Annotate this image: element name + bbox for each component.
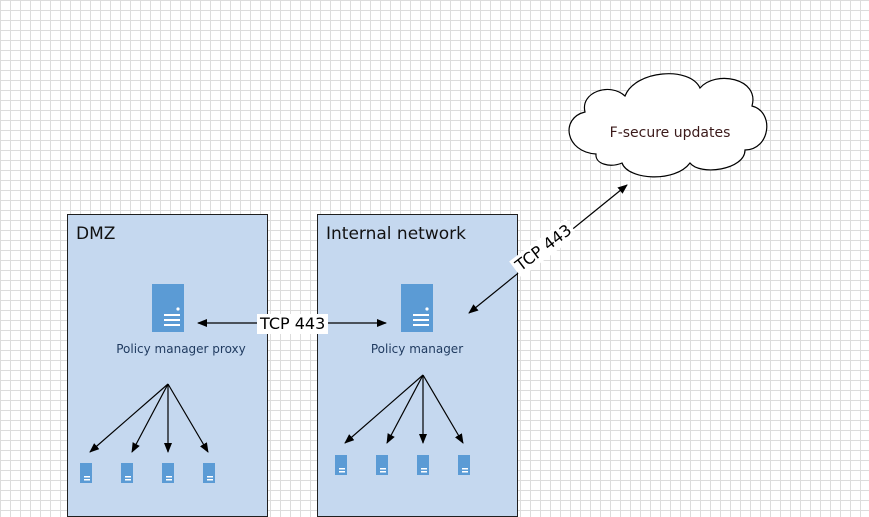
policy-manager-proxy-server-icon <box>152 284 184 332</box>
dmz-title: DMZ <box>76 224 116 244</box>
dmz-client-server-icon <box>162 463 174 483</box>
policy-manager-label: Policy manager <box>370 342 464 356</box>
proxy-manager-link-label: TCP 443 <box>257 314 329 334</box>
dmz-client-server-icon <box>80 463 92 483</box>
dmz-client-server-icon <box>203 463 215 483</box>
policy-manager-proxy-label: Policy manager proxy <box>116 342 246 356</box>
internal-client-arrows <box>344 374 464 444</box>
internal-network-title: Internal network <box>326 224 466 244</box>
internal-client-server-icon <box>376 455 388 475</box>
internal-client-server-icon <box>335 455 347 475</box>
dmz-client-arrows <box>89 383 209 453</box>
internal-client-server-icon <box>417 455 429 475</box>
cloud-label: F-secure updates <box>609 125 731 141</box>
cloud-shape <box>568 73 768 178</box>
dmz-client-server-icon <box>121 463 133 483</box>
internal-client-server-icon <box>458 455 470 475</box>
policy-manager-server-icon <box>401 284 433 332</box>
